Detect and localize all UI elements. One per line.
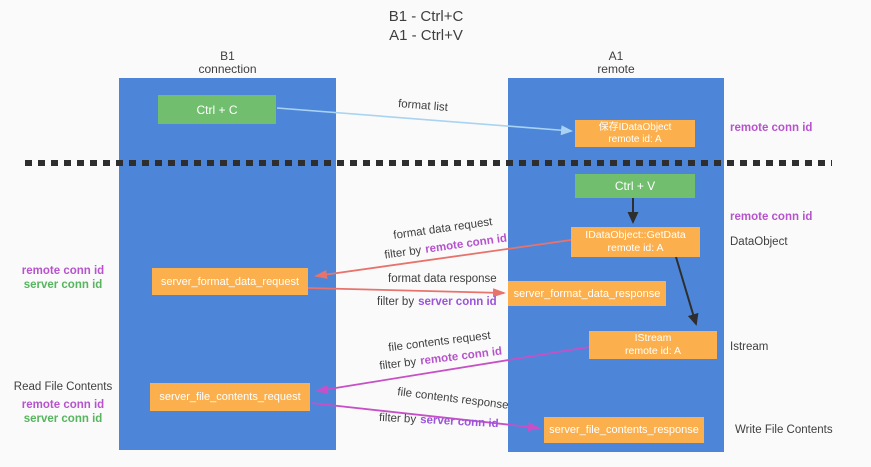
write-file-contents-label: Write File Contents [735,424,833,436]
save-idataobject-line2: remote id: A [608,133,662,145]
format-request-label: server_format_data_request [160,275,300,288]
getdata-line1: IDataObject::GetData [585,229,686,241]
lane-a1-subtitle: remote [597,62,635,76]
server-format-data-response-node: server_format_data_response [508,281,666,306]
left-format-remote-conn-id-label: remote conn id [21,265,105,277]
format-list-arrow [276,107,573,136]
left-format-server-conn-id-label: server conn id [23,279,103,291]
ctrl-c-label: Ctrl + C [196,102,238,117]
title-line-2: A1 - Ctrl+V [389,27,463,44]
istream-node: IStream remote id: A [589,331,717,359]
lane-a1-title: A1 [608,49,624,63]
file-response-label: server_file_contents_response [549,424,699,436]
file-request-label: server_file_contents_request [159,391,301,403]
title-line-1: B1 - Ctrl+C [388,8,464,25]
filter-by-value: server conn id [418,296,497,308]
file-request-arrow [315,346,590,394]
server-format-data-request-node: server_format_data_request [152,268,308,295]
istream-line2: remote id: A [624,345,682,357]
save-idataobject-node: 保存IDataObject remote id: A [575,120,695,147]
istream-line1: IStream [634,332,672,344]
left-file-server-conn-id-label: server conn id [23,413,103,425]
right-top-remote-conn-id-label: remote conn id [730,122,813,134]
getdata-to-istream-arrow [675,256,699,326]
ctrl-c-node: Ctrl + C [158,95,276,124]
format-request-arrow [314,239,572,279]
ctrl-v-label: Ctrl + V [614,179,656,193]
lane-header-a1: A1 remote [508,50,724,76]
filter-by-prefix: filter by [378,411,417,426]
lane-b1-subtitle: connection [198,62,257,76]
format-response-label: server_format_data_response [513,287,661,300]
read-file-contents-label: Read File Contents [13,381,113,393]
left-file-remote-conn-id-label: remote conn id [21,399,105,411]
format-response-arrow [307,287,506,298]
right-mid-remote-conn-id-label: remote conn id [730,211,813,223]
istream-side-label: Istream [730,341,769,353]
server-file-contents-request-node: server_file_contents_request [150,383,310,411]
file-response-arrow [310,402,541,432]
ctrl-v-node: Ctrl + V [575,174,695,198]
format-data-response-label: format data response [388,273,497,285]
server-file-contents-response-node: server_file_contents_response [544,417,704,443]
lane-b1-title: B1 [220,49,235,63]
save-idataobject-line1: 保存IDataObject [598,121,672,133]
dataobject-label: DataObject [730,236,788,248]
lane-header-b1: B1 connection [119,50,336,76]
idataobject-getdata-node: IDataObject::GetData remote id: A [571,227,700,257]
filter-by-prefix: filter by [377,296,415,308]
diagram-title: B1 - Ctrl+C A1 - Ctrl+V [336,7,516,45]
getdata-line2: remote id: A [607,242,664,254]
